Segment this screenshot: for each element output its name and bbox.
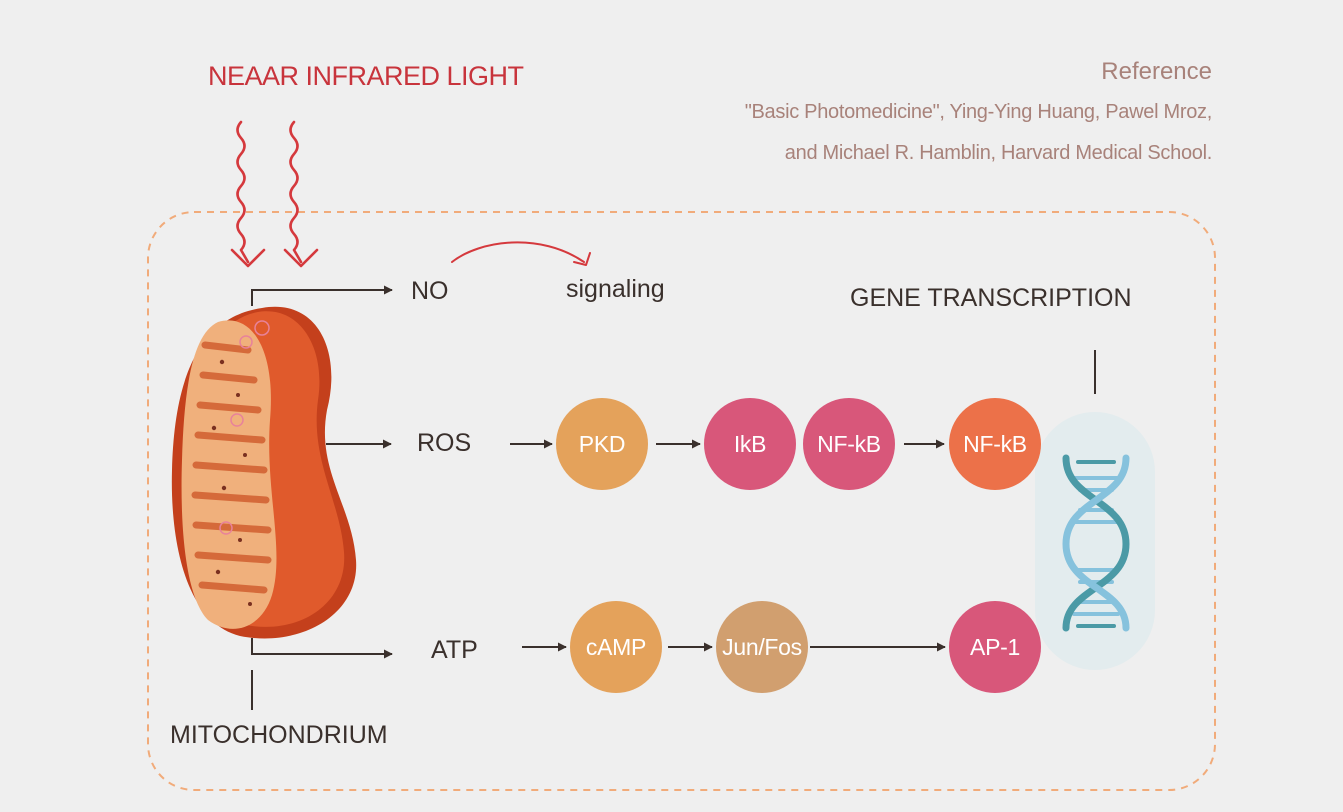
node-nfkb-1: NF-kB bbox=[803, 398, 895, 490]
light-arrowhead-1 bbox=[230, 248, 266, 268]
node-camp: cAMP bbox=[570, 601, 662, 693]
light-wave-icon bbox=[230, 120, 319, 268]
label-ros: ROS bbox=[417, 429, 472, 457]
arrow-to-no bbox=[251, 285, 393, 306]
light-arrowhead-2 bbox=[283, 248, 319, 268]
arrow-to-atp bbox=[251, 638, 393, 659]
node-pkd: PKD bbox=[556, 398, 648, 490]
reference-heading: Reference bbox=[1101, 58, 1212, 85]
dna-helix-icon bbox=[1035, 412, 1155, 670]
node-junfos: Jun/Fos bbox=[716, 601, 808, 693]
label-signaling: signaling bbox=[566, 275, 665, 303]
cell-boundary bbox=[147, 211, 1216, 791]
light-wave-2 bbox=[289, 120, 303, 264]
label-mitochondrium: MITOCHONDRIUM bbox=[170, 721, 388, 749]
light-wave-1 bbox=[236, 120, 250, 264]
connector-lines bbox=[251, 285, 1096, 710]
node-nfkb-2: NF-kB bbox=[949, 398, 1041, 490]
signaling-arrow bbox=[451, 241, 591, 266]
label-gene-transcription: GENE TRANSCRIPTION bbox=[850, 284, 1132, 312]
label-no: NO bbox=[411, 277, 449, 305]
label-atp: ATP bbox=[431, 636, 478, 664]
page-title: NEAAR INFRARED LIGHT bbox=[208, 61, 524, 91]
reference-line-2: and Michael R. Hamblin, Harvard Medical … bbox=[784, 142, 1213, 164]
node-ap1: AP-1 bbox=[949, 601, 1041, 693]
mitochondrion-icon bbox=[171, 306, 357, 639]
reference-line-1: "Basic Photomedicine", Ying-Ying Huang, … bbox=[744, 101, 1213, 123]
node-ikb: IkB bbox=[704, 398, 796, 490]
